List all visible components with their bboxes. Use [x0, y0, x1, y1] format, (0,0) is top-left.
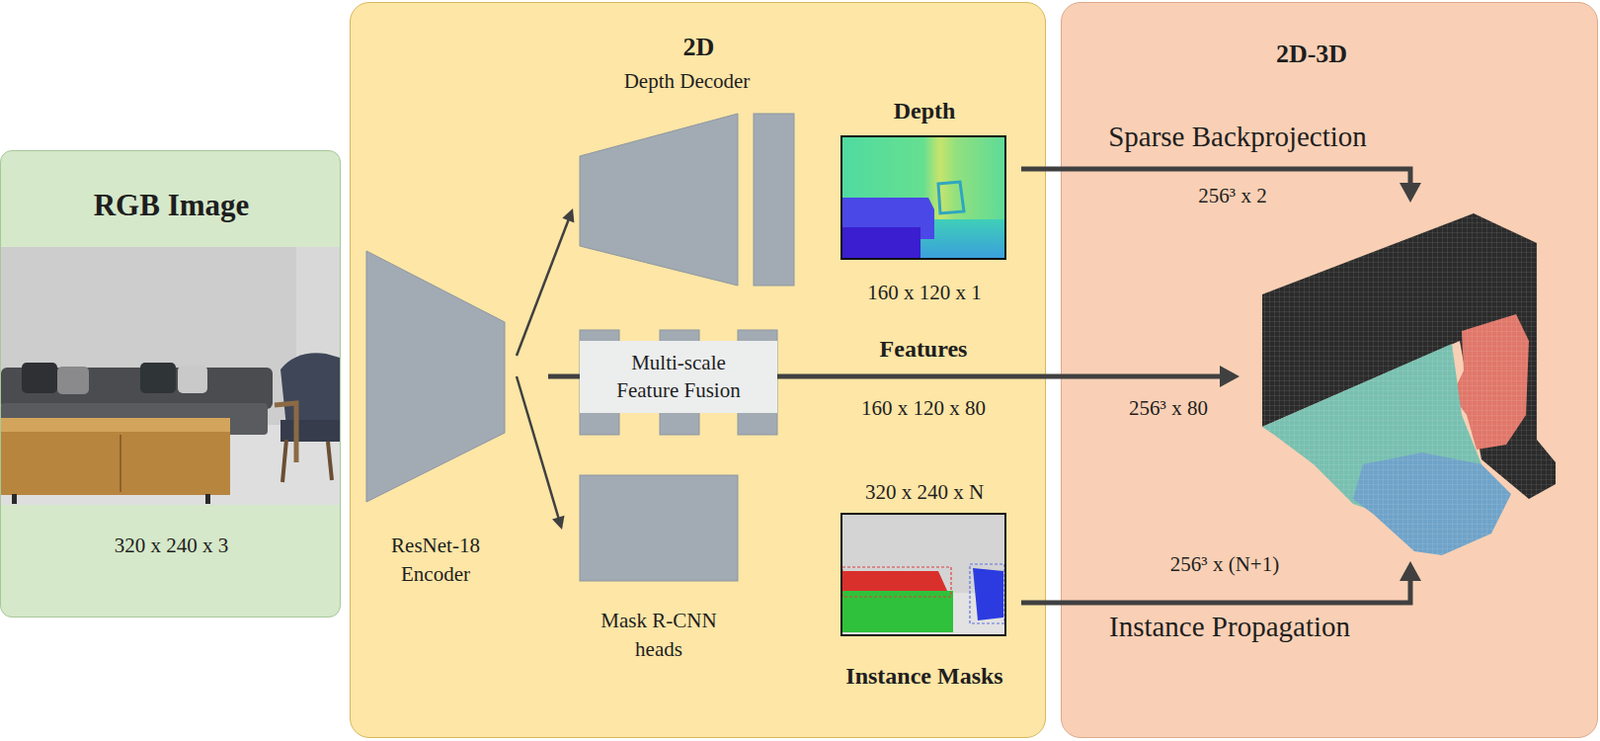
- instance-mask-image: [842, 566, 952, 597]
- connector-line: [516, 376, 560, 518]
- block-shape: [579, 475, 738, 665]
- room-render: [0, 417, 231, 432]
- room-render: [57, 366, 89, 395]
- instance-mask-image: [841, 513, 1006, 636]
- dimension-label: 160 x 120 x 1: [825, 280, 1024, 305]
- encoder-part: [366, 250, 505, 502]
- connector-arrow: [548, 376, 580, 378]
- room-render: [140, 362, 176, 394]
- room-render: [0, 431, 231, 495]
- connector-line: [1021, 579, 1411, 603]
- block-label: Mask R-CNN heads: [579, 606, 738, 664]
- instance-mask-image: [969, 563, 1005, 624]
- output-title: Instance Masks: [825, 662, 1024, 691]
- block-label: Depth Decoder: [560, 69, 814, 93]
- block-label: Multi-scale Feature Fusion: [579, 340, 778, 413]
- instance-mask-image: [841, 590, 954, 633]
- block-part: [579, 475, 738, 581]
- room-render: [280, 419, 340, 442]
- dimension-label: 256³ x (N+1): [1170, 552, 1280, 576]
- arrow-head: [1399, 560, 1422, 581]
- voxel-scene: [1262, 213, 1556, 556]
- decoder-part: [579, 113, 738, 286]
- instance-mask-image: [841, 570, 949, 593]
- dimension-label: 160 x 120 x 80: [861, 396, 986, 420]
- panel-title: 2D-3D: [1212, 39, 1411, 70]
- step-label: Instance Propagation: [1109, 610, 1351, 643]
- dimension-label: 256³ x 2: [1198, 183, 1267, 208]
- stream-title: Features: [880, 335, 968, 364]
- room-render: [21, 362, 58, 394]
- encoder-block: ResNet-18 Encoder: [366, 250, 505, 589]
- room-render: [0, 402, 268, 435]
- voxel-scene: [1353, 452, 1512, 556]
- connector-arrow: [516, 376, 565, 530]
- depth-map: [938, 181, 964, 214]
- room-render: [205, 493, 211, 504]
- decoder-shape: [579, 66, 795, 286]
- dimension-label: 320 x 240 x N: [825, 480, 1024, 504]
- step-label: Sparse Backprojection: [1108, 120, 1367, 154]
- connector-line: [1021, 168, 1411, 184]
- room-render: [0, 246, 340, 505]
- room-render: [327, 441, 332, 480]
- room-render: [177, 365, 208, 394]
- panel-title: RGB Image: [0, 187, 342, 224]
- room-render: [280, 352, 340, 427]
- arrow-head: [1399, 182, 1422, 203]
- dimension-label: 256³ x 80: [1128, 396, 1208, 420]
- instance-mask-image: [841, 513, 1006, 636]
- instance-mask-image: [972, 567, 1004, 621]
- arrow-head: [1219, 365, 1240, 388]
- connector-line: [777, 374, 1221, 380]
- instance-mask-image: [841, 513, 1006, 636]
- connector-line: [548, 374, 580, 380]
- connector-arrow: [777, 365, 1240, 388]
- decoder-part: [753, 113, 795, 286]
- decoder-block: Depth Decoder: [579, 66, 795, 286]
- voxel-scene: [1353, 452, 1512, 556]
- room-render: [0, 246, 340, 505]
- connector-line: [516, 219, 569, 356]
- room-render: [11, 493, 17, 504]
- fusion-block: Multi-scale Feature Fusion: [579, 329, 778, 435]
- connector-arrow: [1021, 560, 1422, 603]
- mask-head-block: Mask R-CNN heads: [579, 475, 738, 665]
- dimension-label: 320 x 240 x 3: [0, 533, 342, 558]
- depth-map: [841, 227, 921, 259]
- depth-map: [841, 136, 1006, 259]
- output-title: Depth: [825, 97, 1024, 126]
- connector-arrow: [1021, 168, 1422, 203]
- panel-title: 2D: [350, 32, 1047, 63]
- room-render: [119, 434, 122, 492]
- block-label: ResNet-18 Encoder: [366, 531, 505, 589]
- room-render: [282, 439, 287, 482]
- connector-arrow: [516, 208, 574, 356]
- depth-map: [841, 136, 1006, 259]
- depth-map: [841, 136, 1006, 259]
